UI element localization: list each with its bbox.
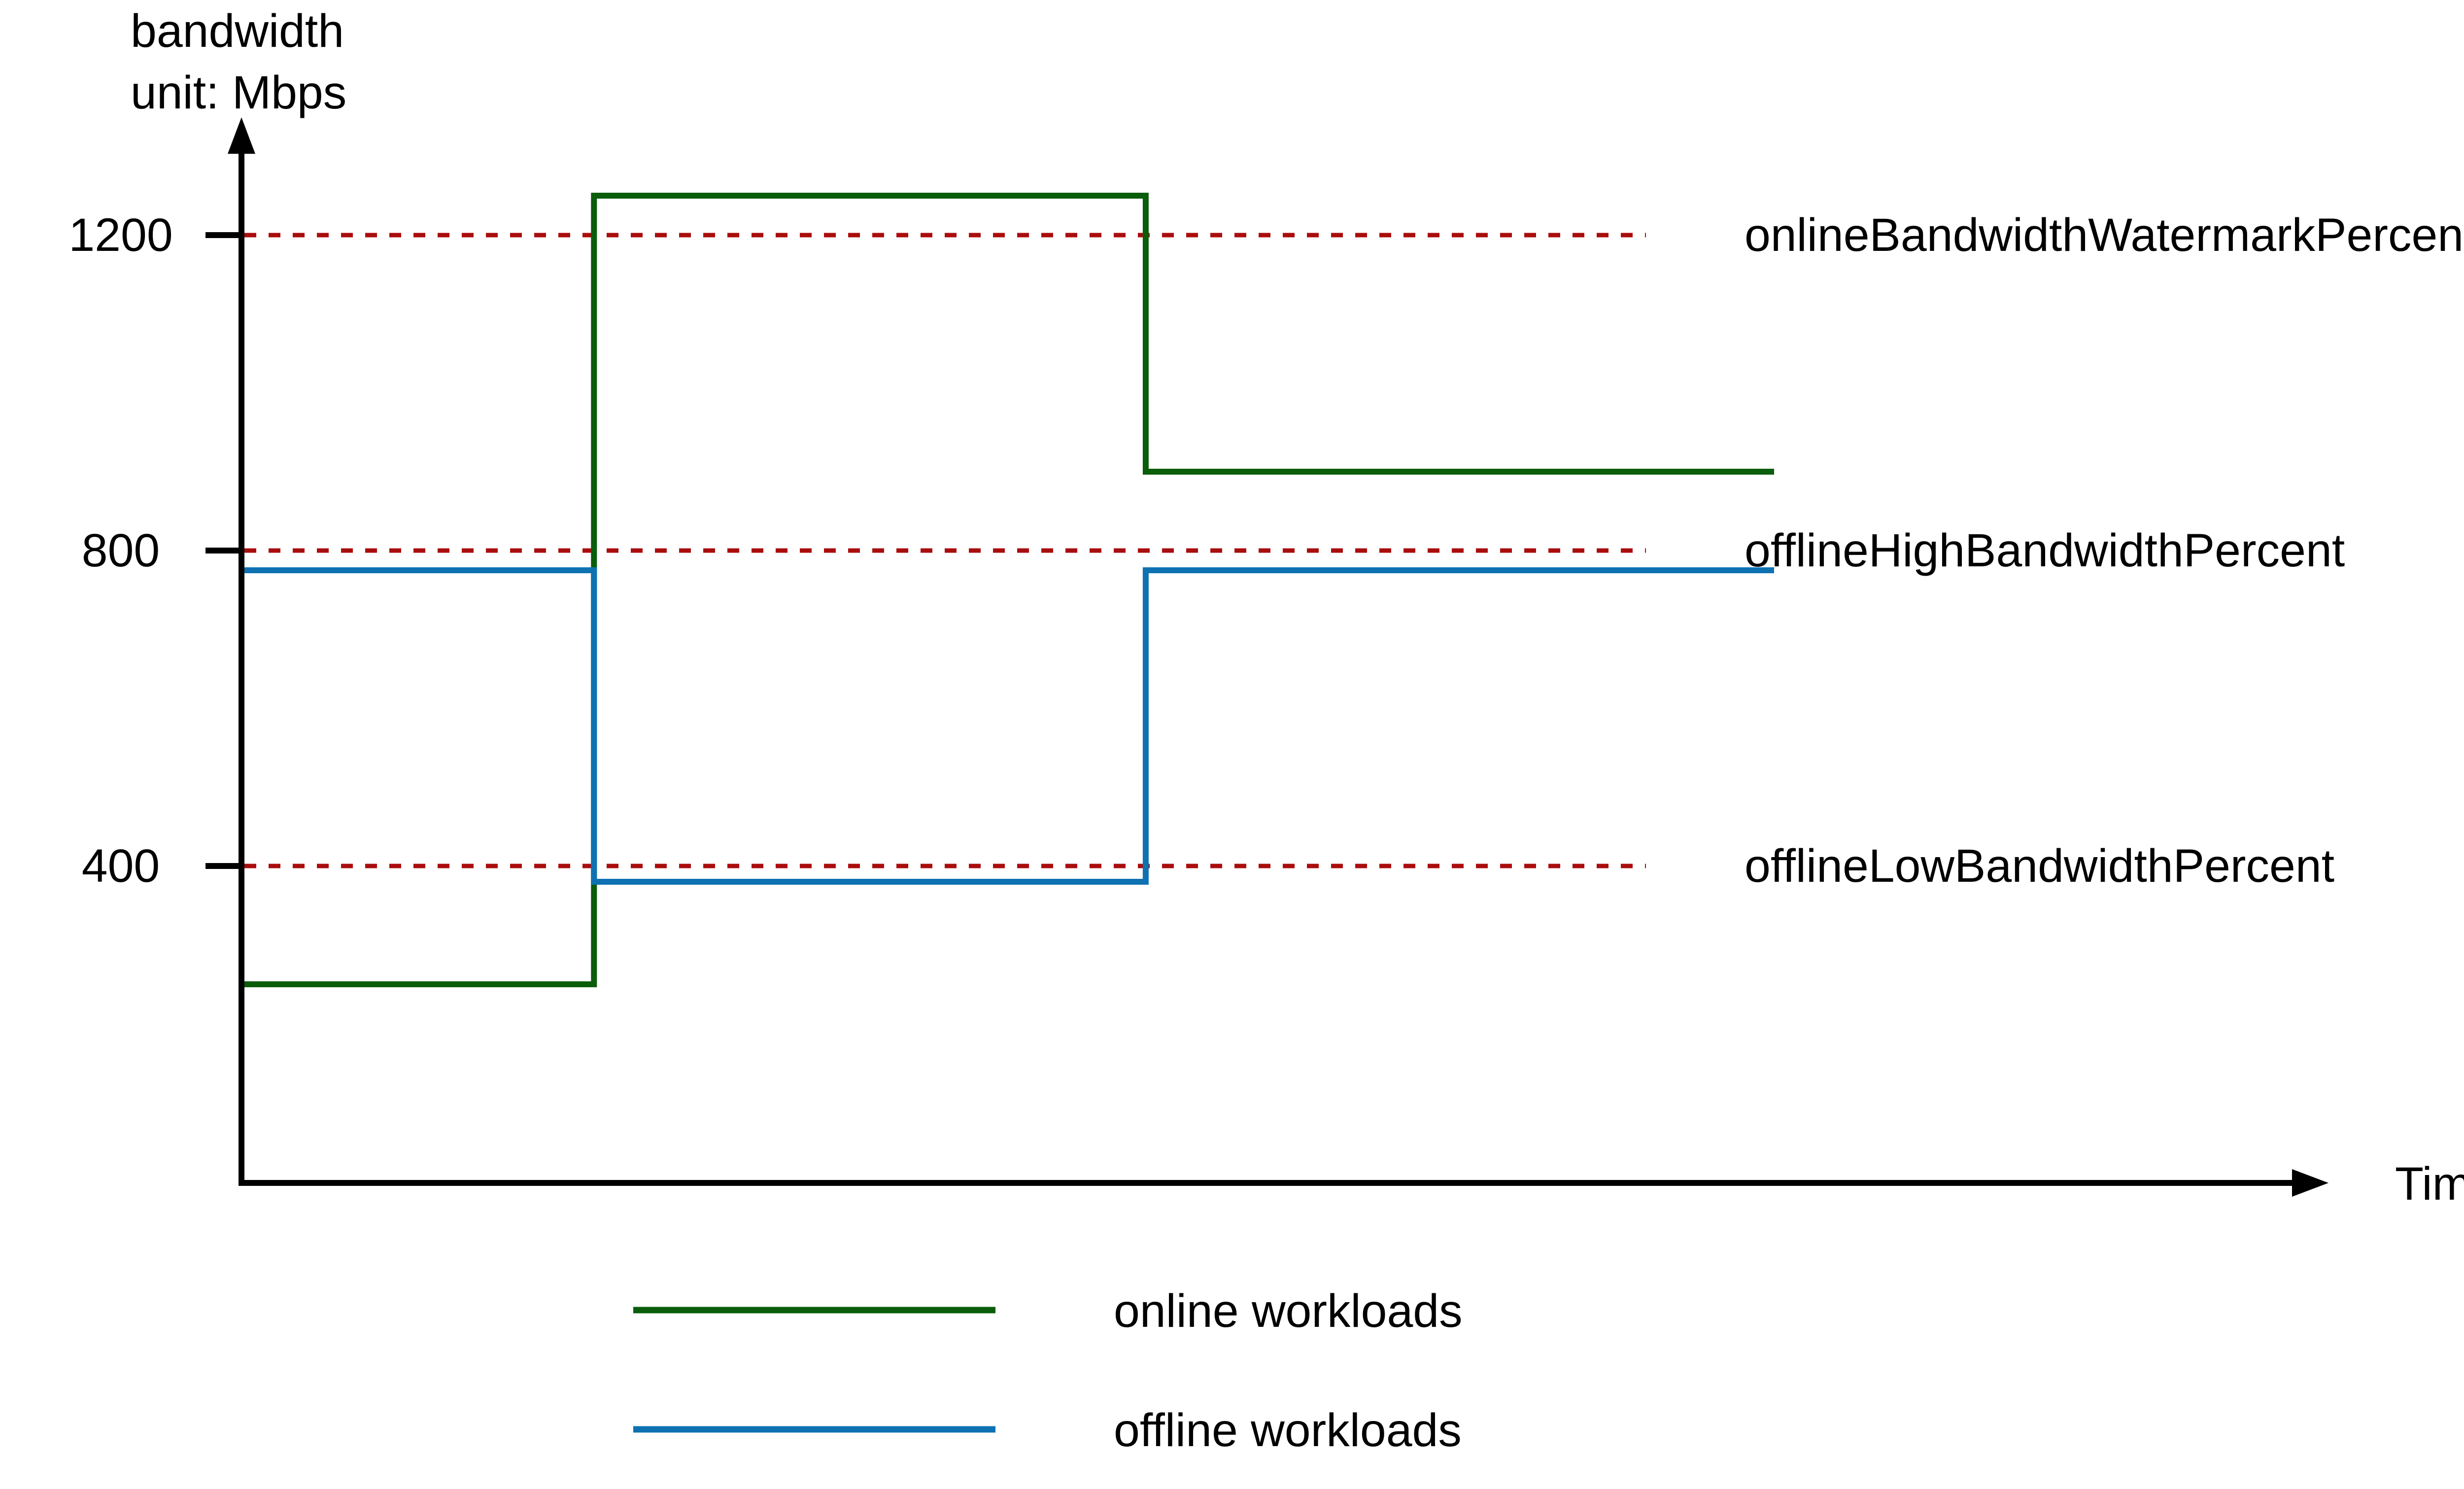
y-tick-1200: 1200 (68, 209, 241, 261)
x-axis-arrow-icon (2292, 1169, 2328, 1197)
x-axis-label-time: Time (2395, 1158, 2464, 1210)
legend-label-offline: offline workloads (1114, 1404, 1462, 1456)
y-tick-800: 800 (82, 524, 241, 577)
tick-label: 400 (82, 840, 160, 892)
series-line-online-workloads (241, 193, 1774, 987)
legend: online workloads offline workloads (633, 1285, 1463, 1456)
watermark-online-bandwidth: onlineBandwidthWatermarkPercent (244, 209, 2464, 261)
watermark-label: onlineBandwidthWatermarkPercent (1745, 209, 2464, 261)
legend-label-online: online workloads (1114, 1285, 1463, 1337)
x-axis: Time (239, 1158, 2464, 1210)
watermark-label: offlineLowBandwidthPercent (1745, 840, 2334, 892)
legend-item-offline-workloads: offline workloads (633, 1404, 1462, 1456)
watermark-offline-high-bandwidth: offlineHighBandwidthPercent (244, 524, 2345, 577)
y-axis-title: bandwidth unit: Mbps (131, 5, 346, 119)
watermark-label: offlineHighBandwidthPercent (1745, 524, 2345, 577)
y-axis (228, 117, 255, 1183)
watermark-offline-low-bandwidth: offlineLowBandwidthPercent (244, 840, 2334, 892)
tick-label: 1200 (68, 209, 172, 261)
y-tick-400: 400 (82, 840, 241, 892)
y-axis-title-line-1: bandwidth (131, 5, 344, 57)
series-line-offline-workloads (241, 567, 1774, 885)
tick-label: 800 (82, 524, 160, 577)
y-axis-arrow-icon (228, 117, 255, 154)
legend-item-online-workloads: online workloads (633, 1285, 1463, 1337)
y-axis-title-line-2: unit: Mbps (131, 67, 346, 119)
